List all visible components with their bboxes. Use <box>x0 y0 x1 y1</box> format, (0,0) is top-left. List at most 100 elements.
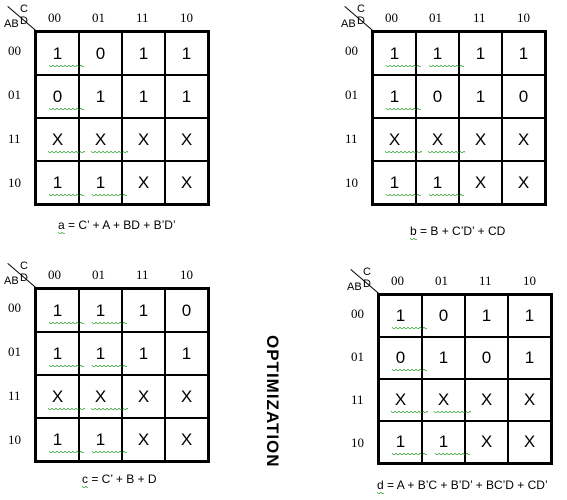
row-label: 11 <box>351 391 364 407</box>
cell-value: 0 <box>391 348 429 372</box>
function-expression: = A + B’C + B’D’ + BC’D + CD’ <box>383 478 548 492</box>
cell-value: 1 <box>434 432 472 456</box>
kmap-cell: 1 <box>79 418 129 461</box>
row-label: 00 <box>351 305 364 321</box>
kmap-cell: 1 <box>165 32 208 75</box>
column-label: 01 <box>92 267 105 282</box>
kmap-cell: 0 <box>465 337 508 379</box>
kmap-cell: X <box>508 379 551 421</box>
kmap-cell: X <box>36 118 87 161</box>
cell-value: X <box>90 129 130 154</box>
kmap-cell: 1 <box>36 161 86 204</box>
row-label: 01 <box>351 348 364 364</box>
kmap-cell: X <box>122 161 165 204</box>
column-label: 00 <box>391 273 404 288</box>
kmap-cell: X <box>379 379 430 421</box>
kmap-cell: 1 <box>373 161 423 204</box>
column-label: 01 <box>92 10 105 25</box>
optimization-title: OPTIMIZATION <box>263 335 282 468</box>
kmap-cell: 1 <box>122 332 165 375</box>
kmap-cell: X <box>508 421 551 463</box>
kmap-cell: X <box>79 375 130 418</box>
cell-value: X <box>480 432 493 451</box>
cell-value: 1 <box>91 429 129 454</box>
row-label: 00 <box>8 300 21 315</box>
kmap-cell: 0 <box>502 75 545 118</box>
row-label: 11 <box>345 131 358 146</box>
kmap-cell: 1 <box>373 32 423 75</box>
cell-value: 1 <box>385 172 423 197</box>
kmap-cell: 1 <box>79 289 129 332</box>
column-label: 11 <box>136 267 149 282</box>
cell-value: X <box>517 129 530 149</box>
ab-label: AB <box>347 281 362 293</box>
cell-value: 1 <box>48 300 86 325</box>
cell-value: 1 <box>91 300 129 325</box>
kmap-cell: 0 <box>416 75 459 118</box>
kmap-cell: 0 <box>422 295 465 337</box>
row-label: 10 <box>8 175 21 190</box>
column-label: 10 <box>180 267 193 282</box>
kmap-cell: 1 <box>459 32 502 75</box>
kmap-cell: 1 <box>508 295 551 337</box>
kmap-cell: X <box>36 375 87 418</box>
ab-label: AB <box>341 18 356 30</box>
cell-value: 1 <box>391 432 429 456</box>
kmap-cell: X <box>165 375 208 418</box>
kmap-cell: X <box>465 421 508 463</box>
kmap-cell: X <box>165 161 208 204</box>
row-label: 01 <box>345 87 358 102</box>
cell-value: 1 <box>385 86 423 111</box>
kmap-cell: 1 <box>502 32 545 75</box>
cell-value: 1 <box>524 348 535 367</box>
cell-value: 0 <box>432 86 443 106</box>
kmap-cell: 1 <box>122 289 165 332</box>
cd-label: C D <box>363 266 371 290</box>
kmap-cell: X <box>122 418 165 461</box>
kmap-cell: X <box>465 379 508 421</box>
kmap-cell: 1 <box>379 421 429 463</box>
cell-value: 0 <box>48 86 86 111</box>
kmap-cell: 1 <box>36 418 86 461</box>
column-label: 00 <box>48 267 61 282</box>
row-label: 11 <box>8 388 21 403</box>
cell-value: X <box>180 386 193 406</box>
kmap-cell: 1 <box>122 75 165 118</box>
row-label: 01 <box>8 87 21 102</box>
kmap-cell: X <box>79 118 130 161</box>
cell-value: 1 <box>475 86 486 106</box>
kmap-cell: 1 <box>36 289 86 332</box>
cell-value: 1 <box>181 86 192 106</box>
kmap-cell: 1 <box>379 295 429 337</box>
cell-value: 1 <box>391 306 429 330</box>
row-label: 00 <box>8 43 21 58</box>
row-label: 10 <box>345 175 358 190</box>
cell-value: 1 <box>138 343 149 363</box>
column-label: 10 <box>523 273 536 288</box>
cell-value: 0 <box>481 348 492 367</box>
function-expression: = C’ + A + BD + B’D’ <box>64 218 176 232</box>
kmap-cell: 1 <box>79 332 129 375</box>
cd-label: C D <box>20 260 28 284</box>
cell-value: X <box>137 172 150 192</box>
row-label: 00 <box>345 43 358 58</box>
ab-label: AB <box>4 275 19 287</box>
cell-value: 1 <box>138 86 149 106</box>
kmap-cell: X <box>373 118 424 161</box>
kmap-cell: X <box>459 161 502 204</box>
cell-value: X <box>137 386 150 406</box>
column-label: 01 <box>429 10 442 25</box>
kmap-cell: 1 <box>165 75 208 118</box>
cell-value: X <box>523 390 536 409</box>
cell-value: 1 <box>181 43 192 63</box>
cell-value: 1 <box>48 343 86 368</box>
kmap-cell: 0 <box>36 75 86 118</box>
kmap-cell: X <box>122 375 165 418</box>
kmap-cell: 1 <box>465 295 508 337</box>
kmap-cell: 1 <box>36 32 86 75</box>
ab-label: AB <box>4 18 19 30</box>
cell-value: 1 <box>91 172 129 197</box>
